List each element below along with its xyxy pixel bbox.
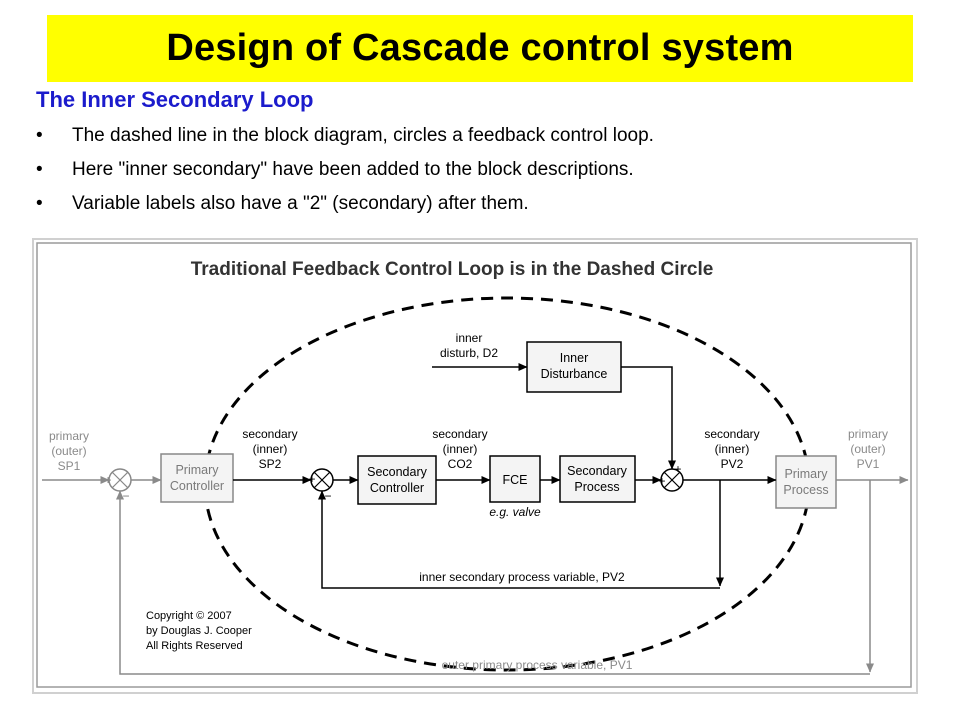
label-primary-sp: primary (outer) SP1	[49, 429, 89, 473]
svg-text:(inner): (inner)	[253, 442, 288, 456]
svg-text:All Rights Reserved: All Rights Reserved	[146, 640, 243, 652]
inner-disturbance-block: Inner Disturbance	[526, 341, 622, 393]
primary-controller-label-2: Controller	[170, 479, 224, 493]
bullet-item: • The dashed line in the block diagram, c…	[36, 124, 654, 158]
fce-label: FCE	[503, 473, 528, 487]
primary-process-label-1: Primary	[784, 467, 828, 481]
bullet-text: The dashed line in the block diagram, ci…	[72, 125, 654, 146]
primary-process-block: Primary Process	[775, 455, 837, 509]
bullet-item: • Here "inner secondary" have been added …	[36, 158, 654, 192]
bullet-item: • Variable labels also have a "2" (second…	[36, 192, 654, 226]
fce-block: FCE	[489, 455, 541, 503]
svg-text:PV2: PV2	[721, 457, 744, 471]
svg-text:primary: primary	[848, 427, 888, 441]
primary-process-label-2: Process	[783, 483, 828, 497]
disturbance-signal-lines	[432, 363, 676, 470]
label-outer-feedback: outer primary process variable, PV1	[442, 658, 633, 672]
primary-controller-label-1: Primary	[175, 463, 219, 477]
svg-text:(inner): (inner)	[715, 442, 750, 456]
inner-disturbance-label-2: Disturbance	[541, 367, 608, 381]
svg-text:secondary: secondary	[704, 427, 759, 441]
primary-controller-block: Primary Controller	[160, 453, 234, 503]
secondary-process-label-2: Process	[574, 480, 619, 494]
svg-text:CO2: CO2	[448, 457, 473, 471]
block-diagram: Traditional Feedback Control Loop is in …	[32, 238, 918, 694]
bullet-list: • The dashed line in the block diagram, c…	[36, 124, 654, 226]
label-inner-disturb: inner disturb, D2	[440, 331, 498, 360]
bullet-text: Here "inner secondary" have been added t…	[72, 159, 634, 180]
bullet-text: Variable labels also have a "2" (seconda…	[72, 193, 529, 214]
copyright-notice: Copyright © 2007 by Douglas J. Cooper Al…	[146, 610, 252, 652]
inner-feedback-lines	[318, 480, 724, 589]
bullet-dot: •	[36, 193, 43, 214]
secondary-controller-label-2: Controller	[370, 481, 424, 495]
sum3-top-plus-sign: +	[674, 462, 681, 476]
secondary-controller-block: Secondary Controller	[357, 455, 437, 505]
svg-text:secondary: secondary	[242, 427, 297, 441]
label-primary-pv: primary (outer) PV1	[848, 427, 888, 471]
svg-text:(outer): (outer)	[850, 442, 885, 456]
secondary-controller-label-1: Secondary	[367, 465, 428, 479]
svg-text:SP1: SP1	[58, 459, 81, 473]
svg-text:SP2: SP2	[259, 457, 282, 471]
svg-text:(inner): (inner)	[443, 442, 478, 456]
inner-disturbance-label-1: Inner	[560, 351, 589, 365]
block-diagram-figure: Traditional Feedback Control Loop is in …	[32, 238, 918, 694]
sum2-minus-sign: −	[324, 489, 331, 503]
label-secondary-pv: secondary (inner) PV2	[704, 427, 759, 471]
sum1-minus-sign: −	[122, 489, 129, 503]
outer-feedback-lines	[116, 480, 874, 675]
secondary-process-block: Secondary Process	[559, 455, 636, 503]
bullet-dot: •	[36, 125, 43, 146]
svg-text:primary: primary	[49, 429, 89, 443]
svg-text:by Douglas J. Cooper: by Douglas J. Cooper	[146, 625, 252, 637]
slide-subtitle: The Inner Secondary Loop	[36, 87, 314, 112]
sum2-plus-sign: +	[308, 472, 315, 486]
svg-text:inner: inner	[456, 331, 483, 345]
secondary-process-label-1: Secondary	[567, 464, 628, 478]
svg-text:disturb, D2: disturb, D2	[440, 346, 498, 360]
svg-text:secondary: secondary	[432, 427, 487, 441]
diagram-title: Traditional Feedback Control Loop is in …	[191, 259, 714, 280]
label-secondary-co: secondary (inner) CO2	[432, 427, 487, 471]
slide-title: Design of Cascade control system	[166, 27, 794, 69]
label-secondary-sp: secondary (inner) SP2	[242, 427, 297, 471]
bullet-dot: •	[36, 159, 43, 180]
title-bar: Design of Cascade control system	[47, 15, 913, 82]
sum3-left-plus-sign: +	[658, 474, 665, 488]
svg-text:PV1: PV1	[857, 457, 880, 471]
svg-text:Copyright © 2007: Copyright © 2007	[146, 610, 232, 622]
svg-text:(outer): (outer)	[51, 444, 86, 458]
label-inner-feedback: inner secondary process variable, PV2	[419, 570, 625, 584]
label-fce-example: e.g. valve	[489, 505, 541, 519]
